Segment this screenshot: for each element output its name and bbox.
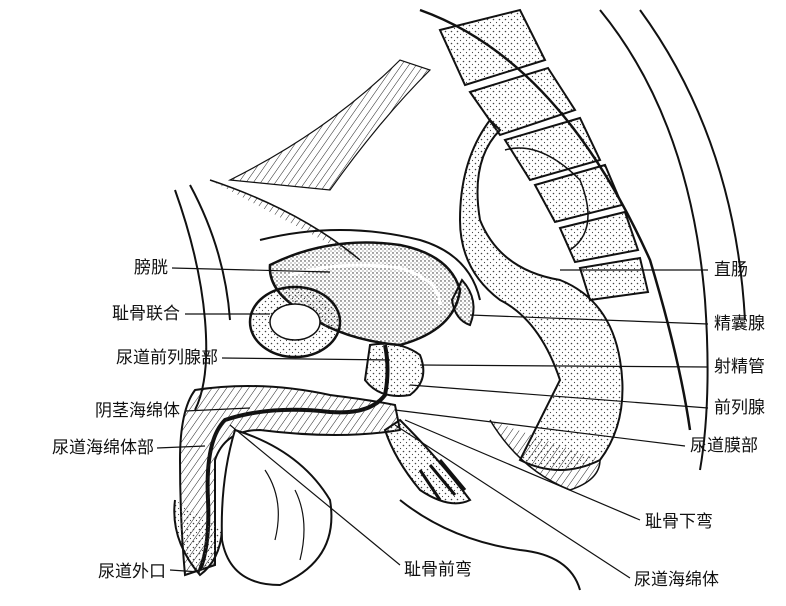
label-prepubic-curve: 耻骨前弯 <box>404 560 472 580</box>
label-subpubic-curve: 耻骨下弯 <box>645 512 713 532</box>
label-rectum: 直肠 <box>714 260 748 280</box>
perineal-muscle <box>385 420 470 503</box>
testis <box>222 430 332 585</box>
prostate <box>365 344 423 396</box>
label-prostate: 前列腺 <box>714 398 765 418</box>
label-external-orifice: 尿道外口 <box>60 562 166 582</box>
label-membranous-urethra: 尿道膜部 <box>690 436 758 456</box>
label-seminal-vesicle: 精囊腺 <box>714 314 765 334</box>
label-prostatic-urethra: 尿道前列腺部 <box>20 348 218 368</box>
label-pubic-symphysis: 耻骨联合 <box>100 304 180 324</box>
label-corpus-cavernosum: 阴茎海绵体 <box>20 401 180 421</box>
label-ejaculatory-duct: 射精管 <box>714 357 765 377</box>
label-spongy-urethra: 尿道海绵体部 <box>0 438 154 458</box>
label-bladder: 膀胱 <box>110 258 168 278</box>
abdominal-wall <box>175 190 206 410</box>
label-corpus-spongiosum: 尿道海绵体 <box>634 570 719 590</box>
